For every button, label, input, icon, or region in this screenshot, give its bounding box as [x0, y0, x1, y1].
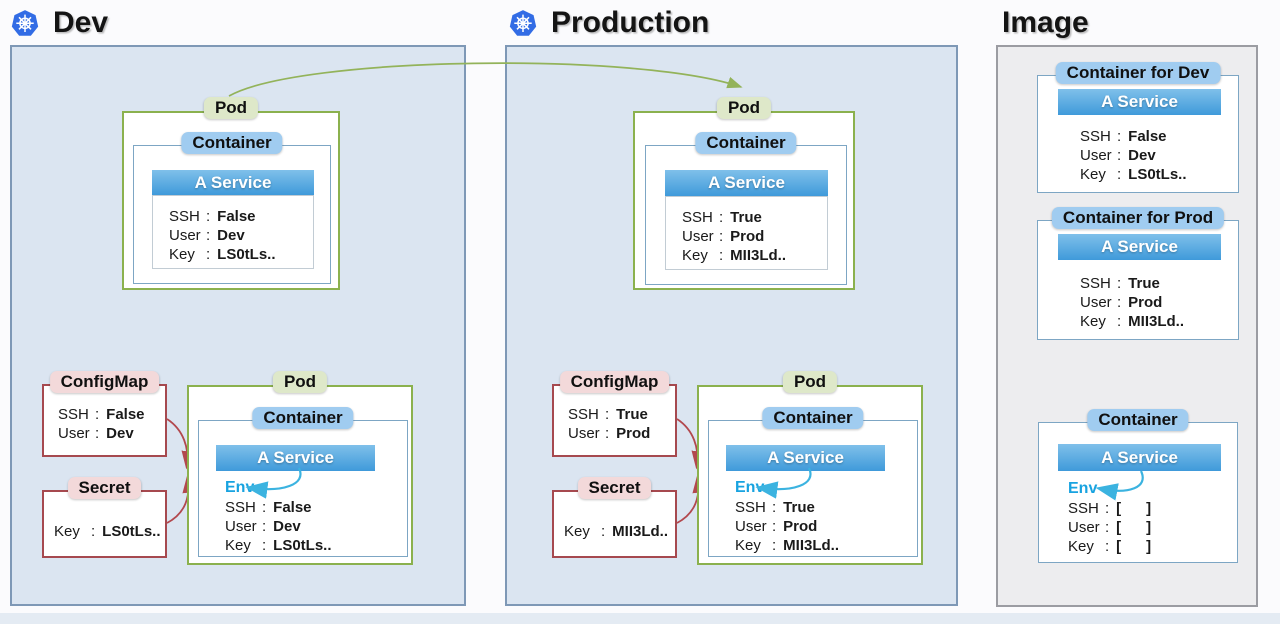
kv-row: SSH:True — [568, 406, 648, 423]
kv-row: User:Dev — [1080, 147, 1156, 164]
production-title: Production — [551, 6, 710, 39]
image-container-for-dev-box: Container for Dev A Service SSH:False Us… — [1037, 62, 1239, 193]
kv-rows: SSH:True User:Prod Key:MII3Ld.. — [1080, 274, 1184, 331]
kv-row: Key:LS0tLs.. — [169, 246, 276, 263]
prod-secret-box: Secret Key:MII3Ld.. — [552, 477, 677, 558]
configmap-label: ConfigMap — [559, 371, 670, 393]
env-label: Env — [225, 479, 255, 496]
prod-top-service-body: SSH:True User:Prod Key:MII3Ld.. — [665, 196, 828, 270]
env-label: Env — [735, 479, 765, 496]
kv-row: Key:MII3Ld.. — [682, 247, 787, 264]
env-rows: Env SSH:True User:Prod Key:MII3Ld.. — [735, 478, 839, 555]
container-label: Container — [1087, 409, 1189, 431]
prod-bottom-pod-box: Pod Container A Service Env SSH:True Use… — [697, 371, 923, 565]
kv-row: Key:LS0tLs.. — [225, 537, 332, 554]
kv-rows: SSH:False User:Dev — [58, 405, 145, 443]
dev-configmap-box: ConfigMap SSH:False User:Dev — [42, 371, 167, 457]
container-label: Container — [252, 407, 354, 429]
kv-row: SSH:True — [682, 209, 762, 226]
container-label: Container — [762, 407, 864, 429]
secret-label: Secret — [577, 477, 652, 499]
kv-rows: SSH:False User:Dev Key:LS0tLs.. — [1080, 127, 1187, 184]
dev-header: Dev — [10, 6, 108, 40]
dev-top-service-body: SSH:False User:Dev Key:LS0tLs.. — [152, 195, 314, 269]
kv-row: Key:[ ] — [1068, 538, 1152, 555]
kv-row: Key:MII3Ld.. — [564, 523, 669, 540]
pod-label: Pod — [716, 97, 772, 119]
kv-row: SSH:[ ] — [1068, 500, 1152, 517]
kubernetes-icon — [509, 10, 537, 36]
kv-row: Key:MII3Ld.. — [735, 537, 840, 554]
kv-row: Key:LS0tLs.. — [54, 523, 161, 540]
service-header: A Service — [1058, 444, 1221, 471]
kv-rows: SSH:True User:Prod — [568, 405, 650, 443]
configmap-label: ConfigMap — [49, 371, 160, 393]
secret-label: Secret — [67, 477, 142, 499]
kv-row: SSH:True — [1080, 275, 1160, 292]
production-header: Production — [508, 6, 709, 40]
image-title: Image — [1002, 6, 1089, 39]
dev-top-container-box: Container A Service SSH:False User:Dev K… — [133, 132, 331, 284]
container-for-prod-label: Container for Prod — [1051, 207, 1225, 229]
container-label: Container — [181, 132, 283, 154]
env-rows: Env SSH:[ ] User:[ ] Key:[ ] — [1068, 479, 1151, 556]
dev-bottom-pod-box: Pod Container A Service Env SSH:False Us… — [187, 371, 413, 565]
kv-row: User:Dev — [169, 227, 245, 244]
pod-label: Pod — [782, 371, 838, 393]
kv-row: SSH:False — [58, 406, 145, 423]
service-header: A Service — [1058, 89, 1221, 115]
service-header: A Service — [665, 170, 828, 196]
dev-bottom-container-box: Container A Service Env SSH:False User:D… — [198, 407, 408, 557]
kv-row: User:[ ] — [1068, 519, 1152, 536]
service-header: A Service — [216, 445, 375, 471]
kv-row: User:Prod — [735, 518, 818, 535]
kv-row: User:Dev — [225, 518, 301, 535]
kv-rows: SSH:True User:Prod Key:MII3Ld.. — [682, 208, 786, 265]
bottom-strip — [0, 613, 1280, 624]
prod-configmap-box: ConfigMap SSH:True User:Prod — [552, 371, 677, 457]
kv-row: Key:MII3Ld.. — [1080, 313, 1185, 330]
container-label: Container — [695, 132, 797, 154]
env-label: Env — [1068, 480, 1098, 497]
image-header: Image — [1002, 6, 1089, 40]
kv-row: User:Dev — [58, 425, 134, 442]
kv-row: SSH:False — [1080, 128, 1167, 145]
kv-row: Key:LS0tLs.. — [1080, 166, 1187, 183]
image-container-for-prod-box: Container for Prod A Service SSH:True Us… — [1037, 207, 1239, 340]
container-for-dev-label: Container for Dev — [1055, 62, 1221, 84]
kubernetes-icon — [11, 10, 39, 36]
kv-rows: Key:MII3Ld.. — [564, 522, 668, 541]
kv-row: SSH:False — [169, 208, 256, 225]
pod-label: Pod — [203, 97, 259, 119]
env-rows: Env SSH:False User:Dev Key:LS0tLs.. — [225, 478, 332, 555]
kv-row: User:Prod — [682, 228, 765, 245]
kv-row: SSH:True — [735, 499, 815, 516]
image-generic-container-box: Container A Service Env SSH:[ ] User:[ ]… — [1038, 409, 1238, 563]
service-header: A Service — [152, 170, 314, 195]
prod-top-pod-box: Pod Container A Service SSH:True User:Pr… — [633, 97, 855, 290]
dev-secret-box: Secret Key:LS0tLs.. — [42, 477, 167, 558]
kv-row: SSH:False — [225, 499, 312, 516]
dev-top-pod-box: Pod Container A Service SSH:False User:D… — [122, 97, 340, 290]
kv-rows: Key:LS0tLs.. — [54, 522, 161, 541]
prod-top-container-box: Container A Service SSH:True User:Prod K… — [645, 132, 847, 285]
kv-row: User:Prod — [568, 425, 651, 442]
service-header: A Service — [726, 445, 885, 471]
pod-label: Pod — [272, 371, 328, 393]
service-header: A Service — [1058, 234, 1221, 260]
dev-title: Dev — [53, 6, 109, 39]
kv-rows: SSH:False User:Dev Key:LS0tLs.. — [169, 207, 276, 264]
kv-row: User:Prod — [1080, 294, 1163, 311]
prod-bottom-container-box: Container A Service Env SSH:True User:Pr… — [708, 407, 918, 557]
